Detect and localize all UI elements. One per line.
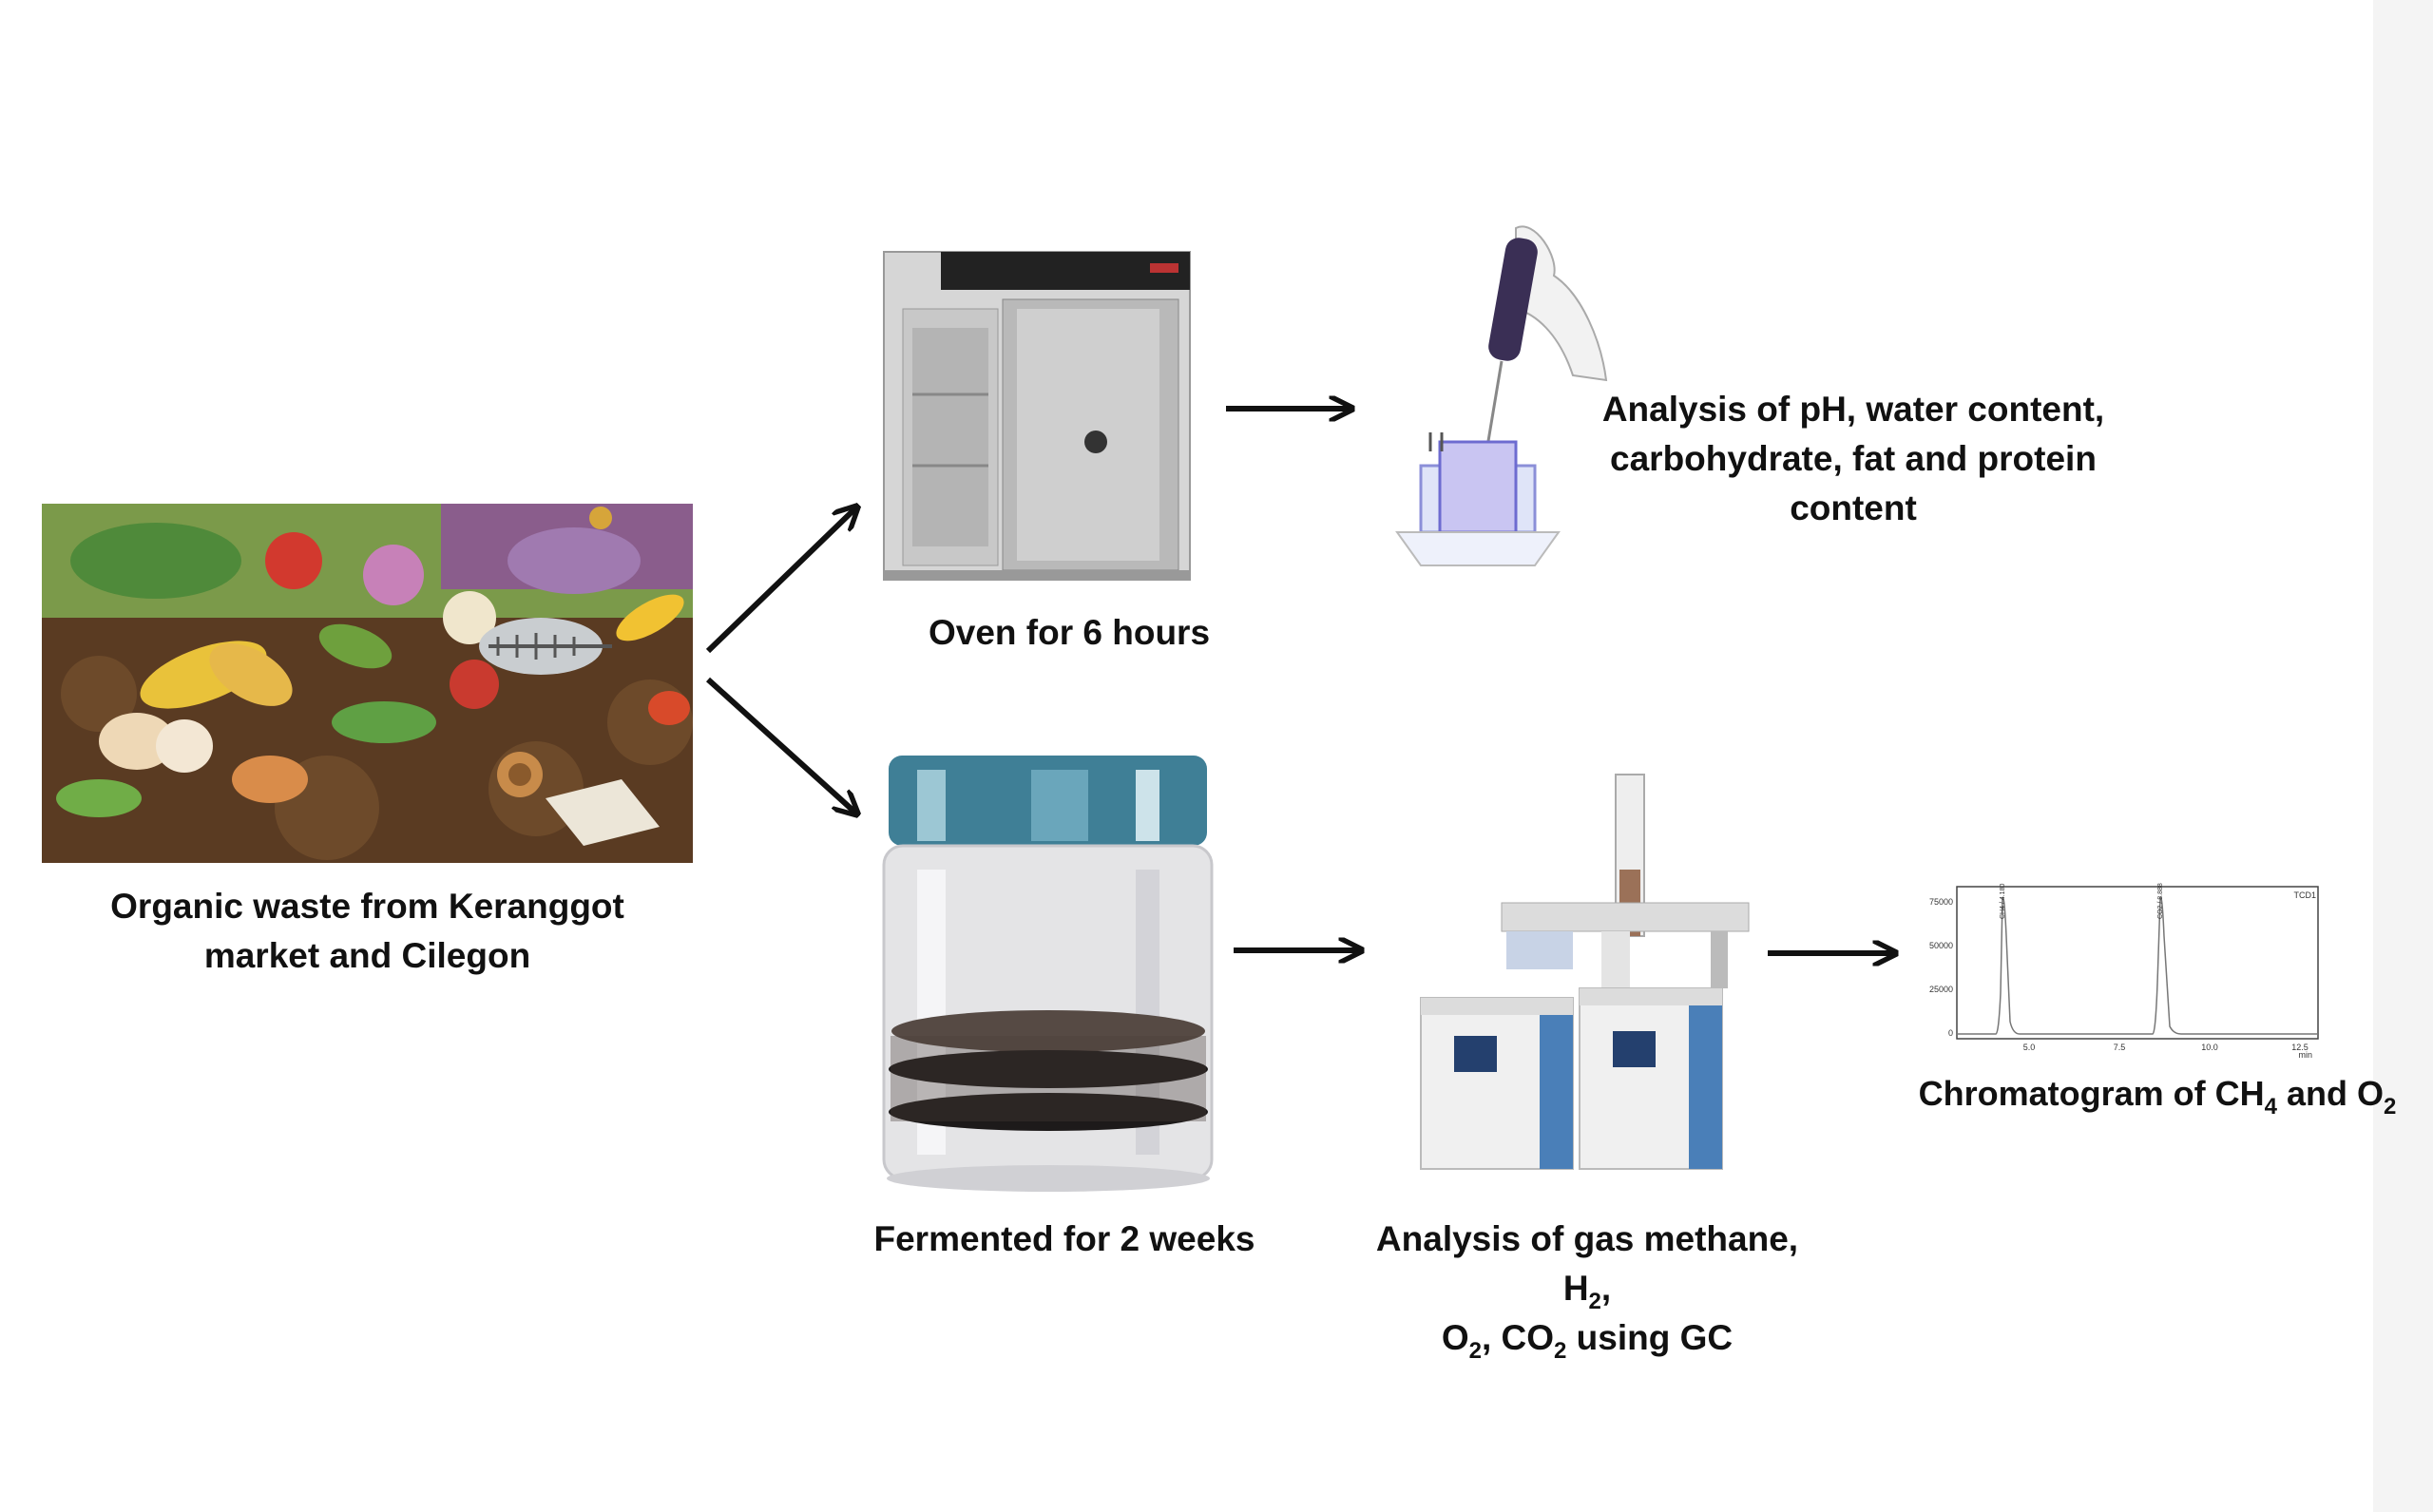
analysis-top-label: Analysis of pH, water content, carbohydr… [1578, 385, 2129, 533]
gc-label: Analysis of gas methane, H2, O2, CO2 usi… [1350, 1215, 1825, 1363]
chroma-y-tick-3: 0 [1948, 1028, 1953, 1038]
arrow-to-oven [705, 508, 855, 654]
organic-waste-label: Organic waste from Keranggot market and … [42, 882, 693, 981]
chroma-x-tick-0: 5.0 [2023, 1043, 2036, 1052]
laboratory-oven [883, 251, 1191, 581]
chroma-y-tick-1: 50000 [1929, 941, 1953, 950]
pipette-cuvette [1395, 225, 1608, 566]
chroma-x-unit: min [2298, 1050, 2312, 1060]
gc-label-line1: Analysis of gas methane, H2, [1375, 1219, 1799, 1314]
chromatogram-label: Chromatogram of CH4 and O2 [1918, 1074, 2397, 1120]
analysis-top-line3: content [1790, 488, 1917, 527]
organic-waste-label-line1: Organic waste from Keranggot [110, 887, 624, 926]
organic-waste-illustration [42, 504, 693, 863]
chroma-trace [1957, 896, 2318, 1035]
gas-chromatograph [1420, 774, 1750, 1170]
fermentation-label: Fermented for 2 weeks [873, 1219, 1255, 1258]
organic-waste-label-line2: market and Cilegon [203, 936, 531, 975]
right-margin-strip [2373, 0, 2433, 1512]
chroma-x-tick-2: 10.0 [2201, 1043, 2218, 1052]
analysis-top-line1: Analysis of pH, water content, [1601, 390, 2105, 429]
fermentation-jar [882, 756, 1214, 1192]
chroma-peak2-label: CO2 / 8.888 [2157, 883, 2164, 919]
analysis-top-line2: carbohydrate, fat and protein [1610, 439, 2097, 478]
arrow-to-fermentation [705, 677, 855, 813]
gc-label-line2: O2, CO2 using GC [1441, 1318, 1734, 1364]
chroma-detector: TCD1 [2293, 890, 2316, 900]
chroma-peak1-label: CH4 / 4.180 [2000, 884, 2006, 919]
chroma-y-tick-0: 75000 [1929, 897, 1953, 907]
chroma-x-tick-3: 12.5 [2291, 1043, 2308, 1052]
oven-label: Oven for 6 hours [928, 613, 1211, 652]
chroma-x-tick-1: 7.5 [2114, 1043, 2126, 1052]
chroma-y-tick-2: 25000 [1929, 985, 1953, 994]
chromatogram-plot: 75000 50000 25000 0 5.0 7.5 10.0 12.5 mi… [1929, 883, 2319, 1060]
